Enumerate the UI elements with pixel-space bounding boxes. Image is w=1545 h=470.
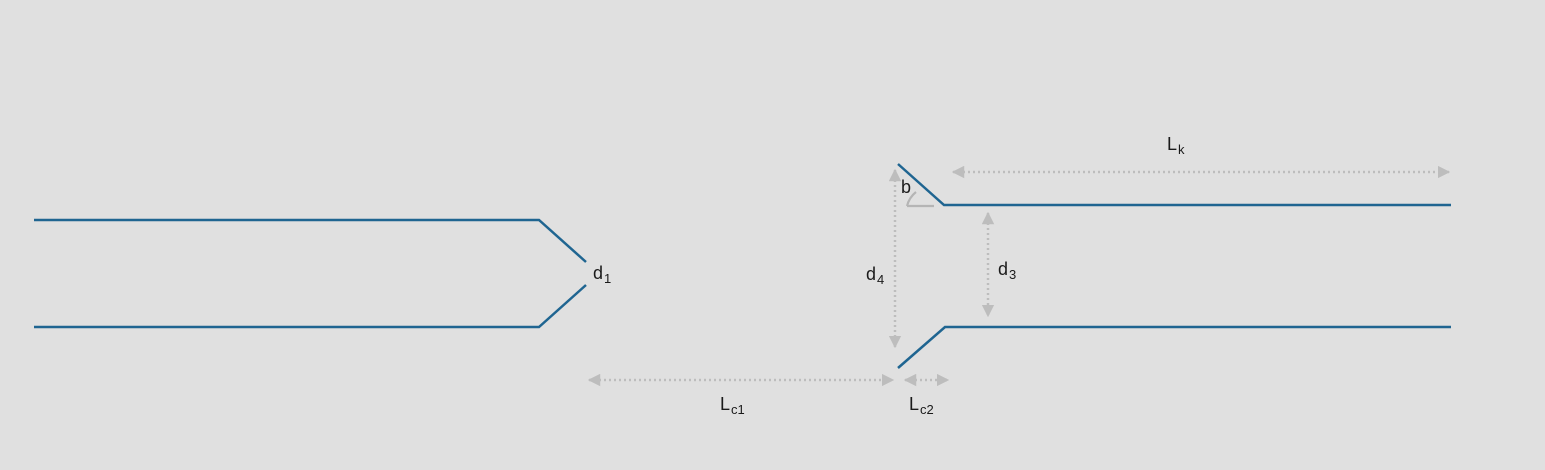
right-pipe bbox=[897, 163, 1451, 369]
label-lc2: Lc2 bbox=[909, 394, 934, 417]
left-nozzle bbox=[34, 218, 587, 329]
label-d1: d1 bbox=[593, 263, 611, 286]
left-nozzle-bottom-wall bbox=[34, 284, 587, 329]
label-lk: Lk bbox=[1167, 134, 1185, 157]
left-nozzle-top-wall bbox=[34, 218, 587, 263]
angle-b-arc bbox=[905, 191, 934, 208]
right-pipe-bottom-wall bbox=[897, 325, 1451, 369]
right-pipe-top-wall bbox=[897, 163, 1451, 207]
label-lc1: Lc1 bbox=[720, 394, 745, 417]
label-d4: d4 bbox=[866, 264, 884, 287]
label-b: b bbox=[901, 177, 911, 197]
label-d3: d3 bbox=[998, 259, 1016, 282]
